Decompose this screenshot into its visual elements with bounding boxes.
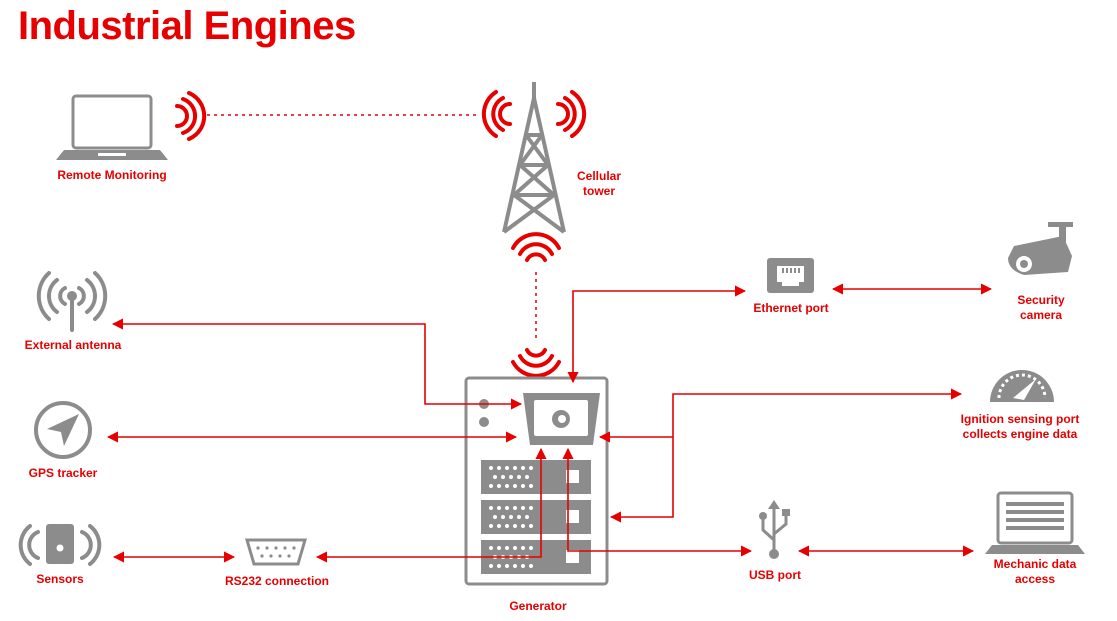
usb-port-label: USB port: [749, 568, 801, 582]
usb-icon: [759, 500, 790, 559]
usb-arrow: [562, 447, 753, 557]
antenna-icon: [36, 271, 108, 332]
cell-tower-icon: [502, 82, 566, 234]
generator-label: Generator: [509, 599, 567, 613]
sensors-label: Sensors: [36, 572, 84, 586]
generator-module: [481, 500, 591, 534]
serial-port-icon: [245, 538, 307, 566]
generator-icon: [464, 376, 609, 586]
remote-monitoring-label: Remote Monitoring: [57, 168, 167, 182]
ethernet-arrow: [567, 285, 747, 384]
security-camera-label: Security camera: [1017, 293, 1065, 322]
ethernet-port-icon: [767, 258, 814, 293]
rs232-label: RS232 connection: [224, 574, 330, 588]
generator-module: [481, 460, 591, 494]
cellular-tower-label: Cellular tower: [576, 169, 622, 198]
ignition-port-label: Ignition sensing port collects engine da…: [960, 412, 1080, 441]
security-camera-icon: [1008, 222, 1073, 275]
data-laptop-icon: [985, 491, 1085, 554]
ignition-arrow: [609, 388, 963, 523]
connector-arrows: [106, 283, 993, 563]
external-antenna-label: External antenna: [24, 338, 122, 352]
wifi-waves-icon: [511, 348, 561, 378]
wifi-waves-icon: [511, 232, 561, 262]
ethernet-port-label: Ethernet port: [753, 301, 829, 315]
wifi-waves-icon: [175, 91, 207, 141]
page-title: Industrial Engines: [18, 4, 356, 48]
sensor-icon: [18, 524, 102, 566]
wifi-waves-icon: [481, 90, 587, 138]
gauge-icon: [990, 370, 1054, 402]
laptop-icon: [56, 94, 168, 160]
rs232-arrow: [315, 447, 547, 563]
mechanic-access-label: Mechanic data access: [993, 557, 1077, 586]
gps-tracker-label: GPS tracker: [28, 466, 98, 480]
antenna-arrow: [111, 318, 523, 410]
gps-compass-icon: [34, 401, 92, 459]
